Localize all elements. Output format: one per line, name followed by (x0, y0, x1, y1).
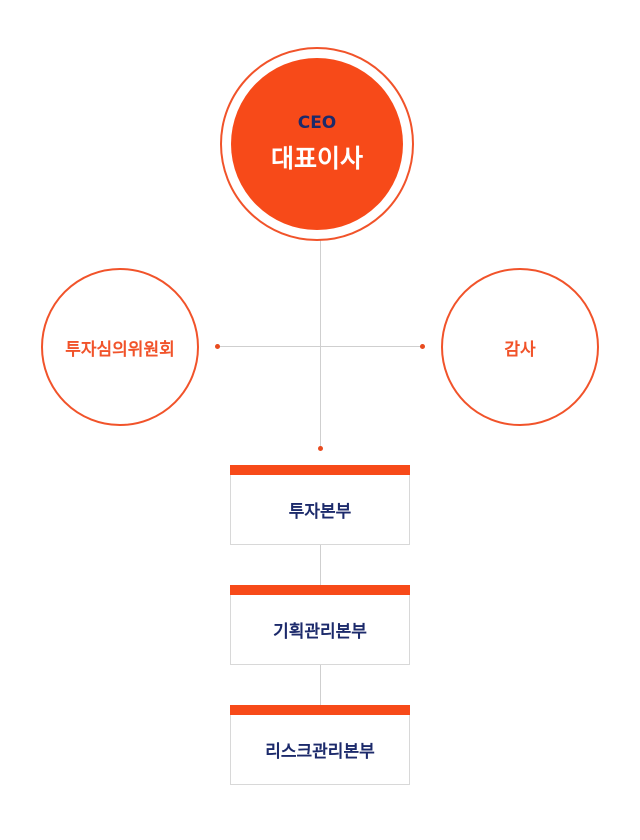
ceo-title-en: CEO (297, 113, 337, 133)
dept-connector-line-2 (320, 665, 321, 705)
bottom-connector-dot (318, 446, 323, 451)
right-connector-dot (420, 344, 425, 349)
ceo-title-ko: 대표이사 (270, 144, 363, 173)
dept-top-bar (230, 585, 410, 595)
dept-connector-line-1 (320, 545, 321, 585)
ceo-node: CEO 대표이사 (220, 47, 414, 241)
investment-committee-label: 투자심의위원회 (65, 339, 175, 360)
dept-risk-management: 리스크관리본부 (230, 705, 410, 785)
dept-top-bar (230, 705, 410, 715)
left-connector-dot (215, 344, 220, 349)
dept-planning-management: 기획관리본부 (230, 585, 410, 665)
dept-label: 투자본부 (288, 502, 352, 522)
ceo-node-fill: CEO 대표이사 (231, 58, 403, 230)
ceo-to-dept-line (320, 240, 321, 450)
dept-label: 리스크관리본부 (265, 742, 375, 762)
dept-label: 기획관리본부 (273, 622, 367, 642)
audit-node: 감사 (441, 268, 599, 426)
dept-top-bar (230, 465, 410, 475)
audit-label: 감사 (504, 339, 536, 360)
dept-investment: 투자본부 (230, 465, 410, 545)
side-connector-line (217, 346, 423, 347)
investment-committee-node: 투자심의위원회 (41, 268, 199, 426)
